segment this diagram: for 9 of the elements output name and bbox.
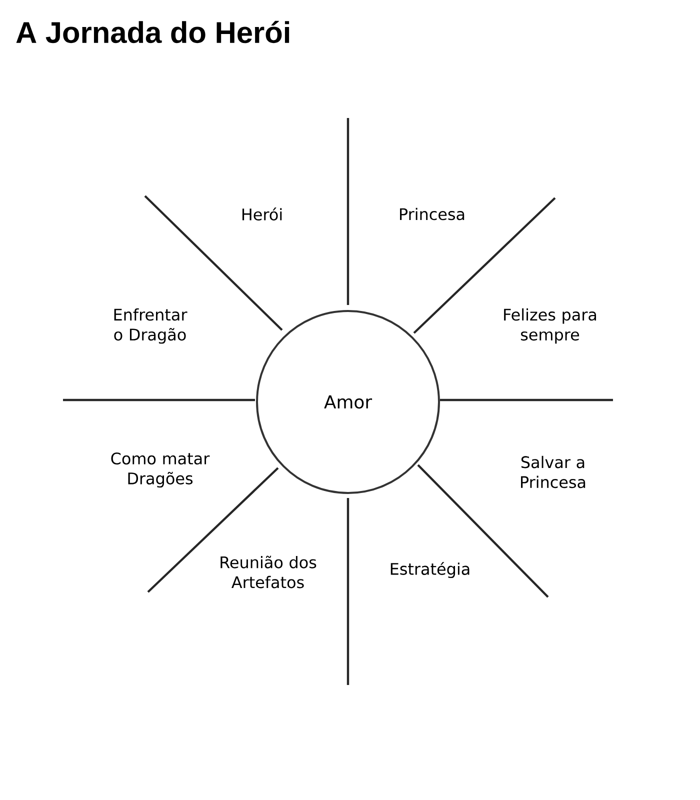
sector-label: Como matar Dragões bbox=[111, 452, 210, 488]
sector-label: Salvar a Princesa bbox=[521, 456, 586, 488]
sector-label: Estratégia bbox=[390, 562, 470, 578]
sector-label: Reunião dos Artefatos bbox=[220, 556, 316, 588]
sector-label: Felizes para sempre bbox=[504, 308, 596, 344]
sector-label: Herói bbox=[242, 208, 282, 220]
title: A Jornada do Herói bbox=[16, 20, 290, 44]
sector-label: Princesa bbox=[400, 208, 464, 220]
sector-label: Enfrentar o Dragão bbox=[114, 308, 188, 344]
